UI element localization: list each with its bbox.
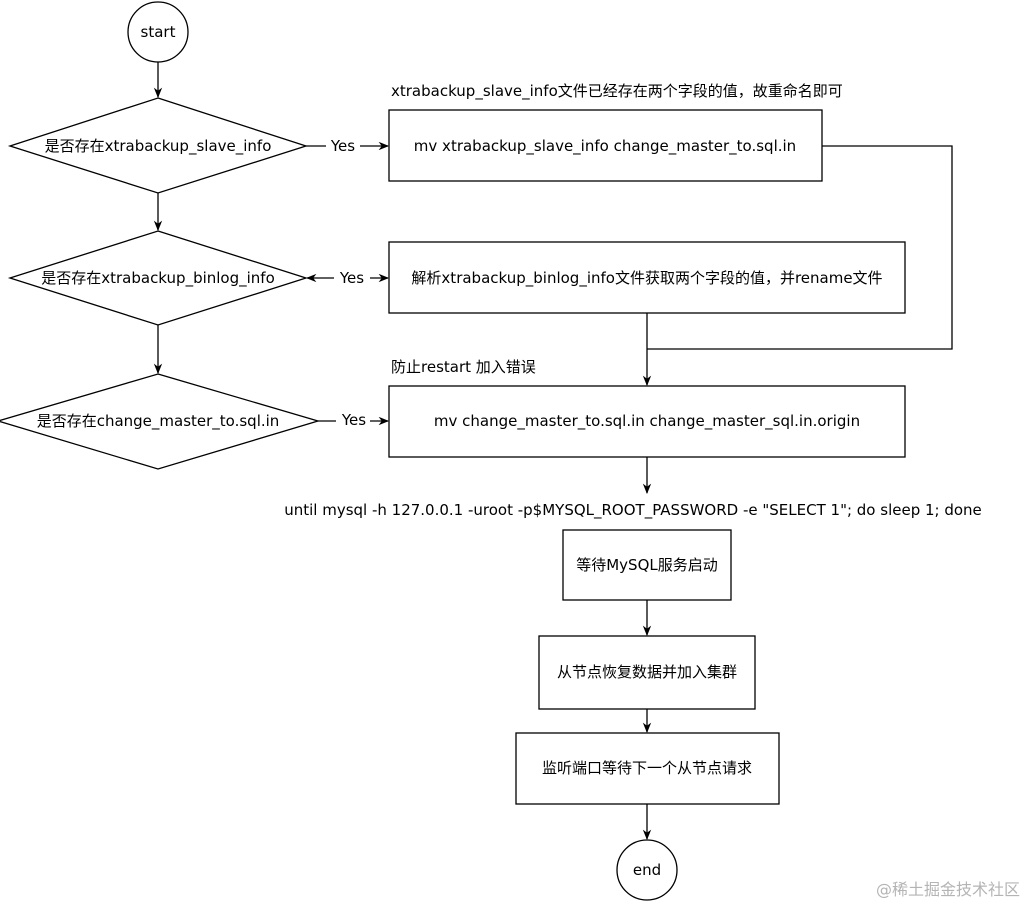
process-restore-join-label: 从节点恢复数据并加入集群: [556, 663, 738, 681]
start-label: start: [140, 23, 176, 41]
process-mv-change-master-label: mv change_master_to.sql.in change_master…: [433, 412, 861, 430]
annotation-rename: xtrabackup_slave_info文件已经存在两个字段的值，故重命名即可: [391, 82, 843, 100]
decision-slave-info-label: 是否存在xtrabackup_slave_info: [44, 137, 272, 155]
process-wait-mysql: [562, 529, 732, 601]
process-listen-port-label: 监听端口等待下一个从节点请求: [541, 759, 753, 777]
yes-label-3: Yes: [341, 411, 367, 429]
decision-change-master-label: 是否存在change_master_to.sql.in: [36, 412, 280, 430]
yes-label-1: Yes: [330, 137, 356, 155]
annotation-until-mysql: until mysql -h 127.0.0.1 -uroot -p$MYSQL…: [284, 501, 982, 519]
edge-p1-loop: [647, 145, 953, 350]
yes-label-2: Yes: [339, 269, 365, 287]
annotation-restart: 防止restart 加入错误: [391, 358, 536, 376]
decision-change-master: [0, 373, 321, 470]
decision-binlog-info-label: 是否存在xtrabackup_binlog_info: [41, 269, 275, 287]
end-label: end: [632, 861, 662, 879]
process-mv-slave-info-label: mv xtrabackup_slave_info change_master_t…: [413, 137, 797, 155]
process-listen-port: [515, 732, 780, 805]
process-restore-join: [538, 635, 756, 710]
watermark: @稀土掘金技术社区: [875, 880, 1020, 899]
process-wait-mysql-label: 等待MySQL服务启动: [576, 556, 718, 574]
process-parse-binlog-label: 解析xtrabackup_binlog_info文件获取两个字段的值，并rena…: [411, 269, 883, 287]
